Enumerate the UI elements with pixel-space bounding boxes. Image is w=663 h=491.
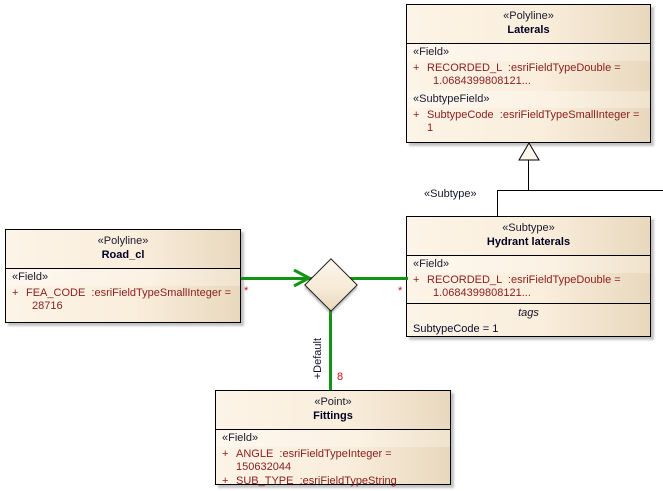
- attribute-text: SUB_TYPE :esriFieldTypeString: [236, 475, 397, 487]
- compartment-field: «Field» + FEA_CODE :esriFieldTypeSmallIn…: [6, 269, 240, 316]
- attribute-visibility: +: [413, 62, 420, 74]
- attribute-row[interactable]: + FEA_CODE :esriFieldTypeSmallInteger =: [6, 286, 240, 300]
- attribute-text: SubtypeCode :esriFieldTypeSmallInteger =…: [427, 109, 643, 134]
- compartment-title: «Field»: [216, 430, 450, 447]
- class-stereotype: «Polyline»: [97, 235, 149, 247]
- attribute-continuation: 28716: [32, 300, 63, 312]
- class-name: Road_cl: [101, 249, 145, 261]
- class-header-road-cl: «Polyline» Road_cl: [6, 230, 240, 269]
- class-header-hydrant-laterals: «Subtype» Hydrant laterals: [407, 217, 650, 256]
- tag-row: SubtypeCode = 1: [413, 323, 499, 335]
- attribute-text: FEA_CODE :esriFieldTypeSmallInteger =: [26, 287, 232, 299]
- attribute-visibility: +: [222, 475, 229, 487]
- class-name: Fittings: [313, 410, 353, 422]
- attribute-row[interactable]: + RECORDED_L :esriFieldTypeDouble =: [407, 273, 650, 287]
- compartment-title: «Field»: [407, 256, 650, 273]
- nary-association-diamond[interactable]: [304, 258, 358, 312]
- generalization-line-horizontal: [497, 190, 663, 191]
- compartment-title: «Field»: [6, 269, 240, 286]
- generalization-arrowhead-icon: [518, 143, 540, 161]
- attribute-row[interactable]: + SUB_TYPE :esriFieldTypeString: [216, 474, 450, 488]
- association-arrowhead-icon: [293, 269, 312, 287]
- attribute-visibility: +: [413, 109, 420, 121]
- attribute-visibility: +: [413, 274, 420, 286]
- association-line-right[interactable]: [350, 277, 408, 280]
- attribute-row[interactable]: + RECORDED_L :esriFieldTypeDouble =: [407, 61, 650, 75]
- association-line-bottom[interactable]: [329, 294, 332, 390]
- compartment-title: «SubtypeField»: [407, 91, 650, 108]
- compartment-subtypefield: «SubtypeField» + SubtypeCode :esriFieldT…: [407, 91, 650, 138]
- class-stereotype: «Subtype»: [502, 222, 555, 234]
- compartment-field: «Field» + RECORDED_L :esriFieldTypeDoubl…: [407, 44, 650, 91]
- class-box-road-cl[interactable]: «Polyline» Road_cl «Field» + FEA_CODE :e…: [5, 229, 241, 323]
- attribute-text: RECORDED_L :esriFieldTypeDouble =: [427, 274, 621, 286]
- compartment-field: «Field» + ANGLE :esriFieldTypeInteger = …: [216, 430, 450, 491]
- role-label-default: +Default: [312, 338, 324, 380]
- compartment-field: «Field» + RECORDED_L :esriFieldTypeDoubl…: [407, 256, 650, 303]
- attribute-row[interactable]: + SubtypeCode :esriFieldTypeSmallInteger…: [407, 108, 650, 135]
- attribute-continuation: 1.0684399808121...: [433, 75, 531, 87]
- attribute-text: ANGLE :esriFieldTypeInteger = 150632044: [236, 448, 395, 473]
- attribute-continuation: 1.0684399808121...: [433, 287, 531, 299]
- compartment-title: «Field»: [407, 44, 650, 61]
- class-box-hydrant-laterals[interactable]: «Subtype» Hydrant laterals «Field» + REC…: [406, 216, 651, 337]
- generalization-line-vertical-lower: [497, 190, 498, 216]
- attribute-visibility: +: [222, 448, 229, 460]
- class-box-fittings[interactable]: «Point» Fittings «Field» + ANGLE :esriFi…: [215, 390, 451, 487]
- class-name: Laterals: [507, 24, 550, 36]
- multiplicity-right: *: [398, 285, 403, 297]
- class-header-fittings: «Point» Fittings: [216, 391, 450, 430]
- tags-title: tags: [518, 307, 539, 319]
- class-stereotype: «Polyline»: [503, 10, 554, 22]
- class-stereotype: «Point»: [314, 396, 352, 408]
- multiplicity-left: *: [244, 285, 249, 297]
- attribute-visibility: +: [12, 287, 19, 299]
- generalization-line-vertical-upper: [528, 160, 529, 190]
- class-header-laterals: «Polyline» Laterals: [407, 5, 650, 44]
- generalization-stereotype-label: «Subtype»: [424, 188, 477, 200]
- association-line-left[interactable]: [241, 277, 312, 280]
- class-name: Hydrant laterals: [486, 236, 571, 248]
- compartment-tags: tags SubtypeCode = 1: [407, 303, 650, 339]
- class-box-laterals[interactable]: «Polyline» Laterals «Field» + RECORDED_L…: [406, 4, 651, 143]
- attribute-row[interactable]: + ANGLE :esriFieldTypeInteger = 15063204…: [216, 447, 450, 474]
- attribute-text: RECORDED_L :esriFieldTypeDouble =: [427, 62, 621, 74]
- multiplicity-bottom: 8: [337, 371, 344, 383]
